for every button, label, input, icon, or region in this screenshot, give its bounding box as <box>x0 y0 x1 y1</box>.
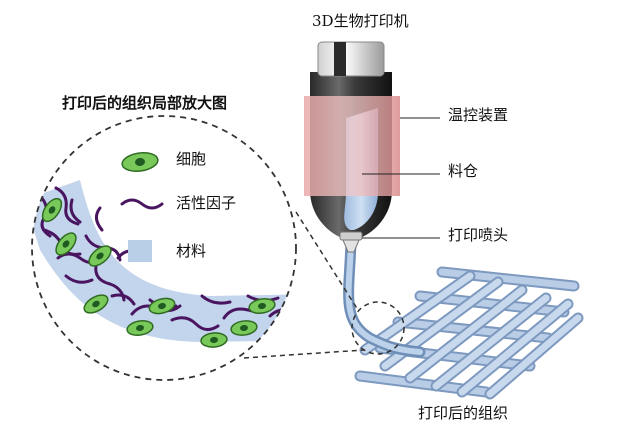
temperature-control-band <box>304 96 400 196</box>
cell-icon <box>121 151 159 173</box>
zoom-detail-view <box>31 115 297 381</box>
zoom-source-circle <box>351 301 405 355</box>
material-chamber-label: 料仓 <box>448 162 479 180</box>
printed-tissue-scaffold <box>354 266 584 400</box>
temperature-control-label: 温控装置 <box>448 106 509 124</box>
zoom-cells <box>41 197 276 348</box>
printed-tissue-label: 打印后的组织 <box>418 404 509 422</box>
printer-head <box>304 41 400 253</box>
legend-label-active-factor: 活性因子 <box>176 194 237 212</box>
zoom-connector-lines <box>243 211 365 359</box>
material-swatch-icon <box>128 240 152 262</box>
print-nozzle-label: 打印喷头 <box>448 226 509 244</box>
printer-title: 3D生物打印机 <box>312 12 409 30</box>
active-factor-icon <box>120 198 164 210</box>
zoom-view-title: 打印后的组织局部放大图 <box>62 94 228 112</box>
legend-label-cell: 细胞 <box>176 150 207 168</box>
label-leader-lines <box>362 117 440 239</box>
legend-label-material: 材料 <box>176 242 207 260</box>
print-nozzle <box>342 239 360 253</box>
